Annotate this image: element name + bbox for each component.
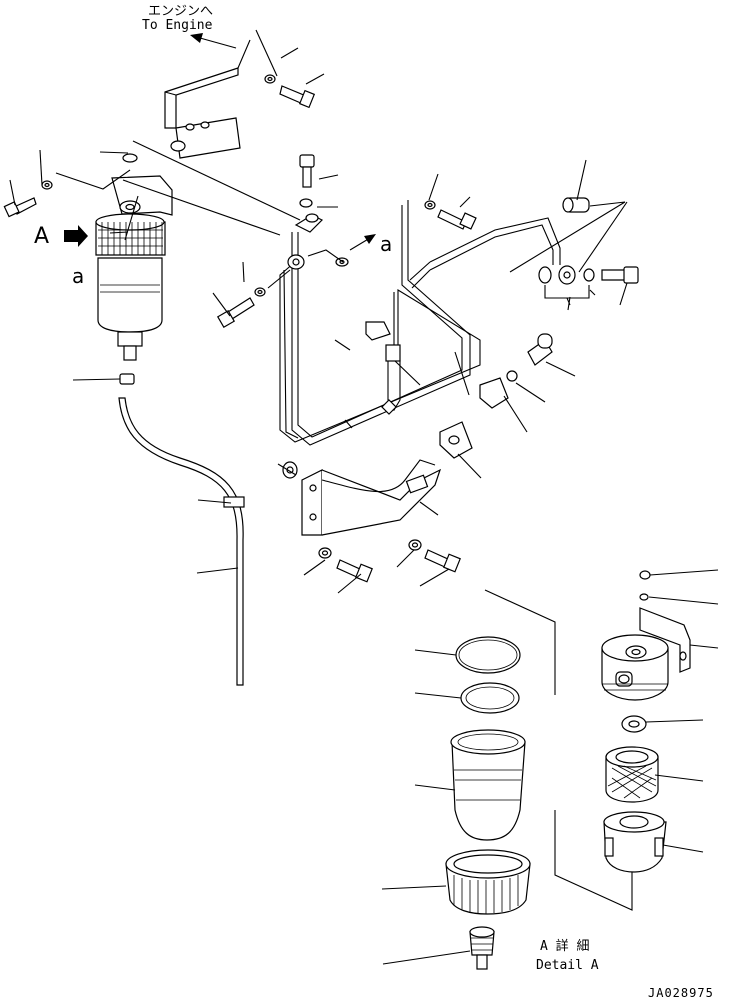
connection-a-left-label: a	[72, 264, 84, 288]
filter-mount-bolt	[3, 180, 53, 218]
strainer-element	[605, 746, 659, 803]
seal-washer	[621, 715, 647, 733]
detail-a-jp-label: A 詳 細	[540, 938, 589, 954]
filter-bowl	[450, 729, 526, 841]
sediment-bowl-cap	[603, 811, 667, 873]
banjo-fittings	[538, 197, 639, 306]
o-ring-large	[455, 636, 521, 674]
fuel-pipe-set	[279, 200, 561, 446]
pipe-bolt-right	[424, 200, 477, 230]
drawing-number-label: JA028975	[648, 986, 714, 1000]
lower-mounting-bracket	[282, 459, 442, 536]
to-engine-arrow	[190, 33, 237, 49]
filter-head	[601, 570, 691, 701]
to-engine-jp-label: エンジンへ	[148, 4, 213, 19]
view-a-arrow	[64, 225, 88, 247]
connection-a-right-label: a	[380, 232, 392, 256]
to-engine-en-label: To Engine	[142, 18, 213, 33]
filter-top-washer	[122, 153, 138, 163]
lower-bracket-bolts	[318, 539, 461, 583]
o-ring-small	[460, 682, 520, 714]
drain-plug	[469, 926, 495, 970]
upper-bracket-bolt	[264, 74, 316, 109]
view-a-label: A	[34, 224, 49, 249]
pipe-bolt-left	[216, 257, 349, 329]
detail-a-en-label: Detail A	[536, 958, 599, 973]
pipe-eye-bolt	[299, 154, 315, 208]
fuel-filter-assembly	[95, 175, 173, 361]
drain-hose	[118, 373, 245, 686]
upper-mounting-bracket	[164, 39, 251, 159]
leader-lines	[9, 29, 719, 965]
retaining-ring	[445, 849, 531, 915]
connection-a-arrow	[349, 234, 376, 251]
detail-a-frame	[484, 589, 633, 911]
pipe-clamps	[365, 321, 553, 459]
